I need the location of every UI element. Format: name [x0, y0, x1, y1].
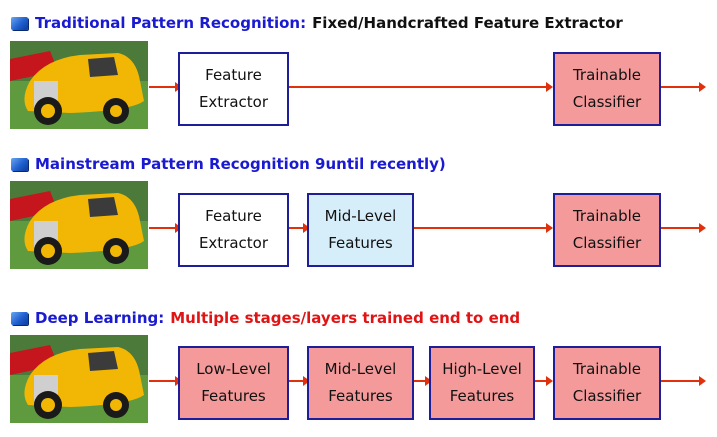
trainable-classifier-box: Trainable Classifier	[553, 52, 661, 126]
arrow	[535, 376, 553, 386]
heading-deep-learning-sub: Multiple stages/layers trained end to en…	[170, 309, 521, 327]
arrow	[149, 82, 182, 92]
arrow	[414, 376, 432, 386]
heading-deep-learning: Deep Learning: Multiple stages/layers tr…	[11, 307, 520, 329]
arrow	[149, 223, 182, 233]
mid-level-features-box: Mid-Level Features	[307, 346, 414, 420]
bullet-icon	[11, 16, 28, 30]
arrow	[661, 223, 706, 233]
arrow	[289, 82, 553, 92]
feature-extractor-box: Feature Extractor	[178, 52, 289, 126]
heading-deep-learning-main: Deep Learning:	[35, 309, 165, 327]
car-image	[10, 181, 148, 269]
heading-traditional-sub: Fixed/Handcrafted Feature Extractor	[312, 14, 623, 32]
arrow	[414, 223, 553, 233]
trainable-classifier-box: Trainable Classifier	[553, 193, 661, 267]
trainable-classifier-box: Trainable Classifier	[553, 346, 661, 420]
heading-mainstream: Mainstream Pattern Recognition 9until re…	[11, 153, 446, 175]
car-image	[10, 41, 148, 129]
arrow	[661, 82, 706, 92]
arrow	[289, 223, 310, 233]
arrow	[661, 376, 706, 386]
feature-extractor-box: Feature Extractor	[178, 193, 289, 267]
car-image	[10, 335, 148, 423]
bullet-icon	[11, 157, 28, 171]
mid-level-features-box: Mid-Level Features	[307, 193, 414, 267]
arrow	[289, 376, 310, 386]
bullet-icon	[11, 311, 28, 325]
heading-traditional-main: Traditional Pattern Recognition:	[35, 14, 307, 32]
low-level-features-box: Low-Level Features	[178, 346, 289, 420]
high-level-features-box: High-Level Features	[429, 346, 535, 420]
arrow	[149, 376, 182, 386]
heading-mainstream-main: Mainstream Pattern Recognition 9until re…	[35, 155, 446, 173]
heading-traditional: Traditional Pattern Recognition: Fixed/H…	[11, 12, 623, 34]
